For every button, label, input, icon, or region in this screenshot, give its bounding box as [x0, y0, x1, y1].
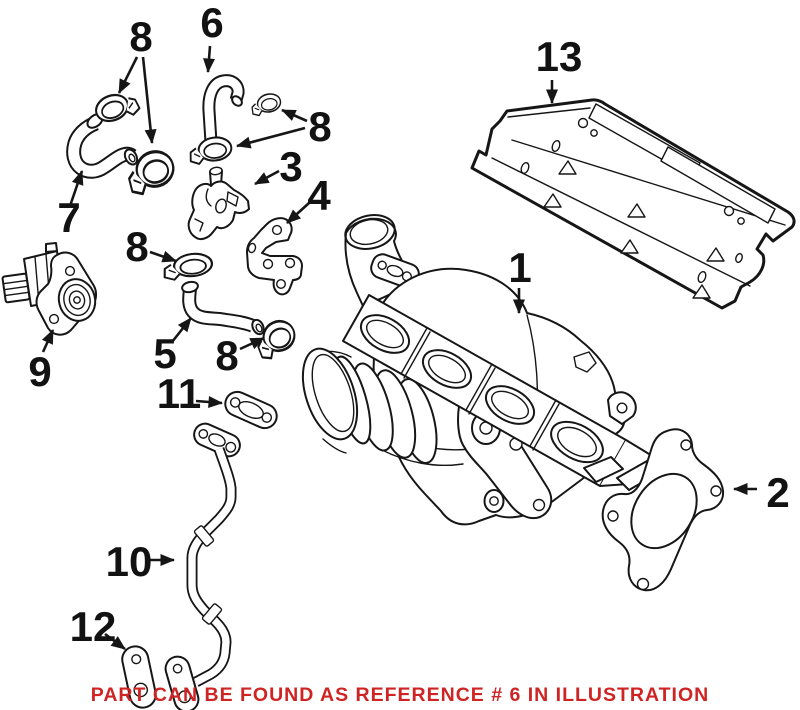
part-12-gasket	[121, 645, 157, 709]
part-8-clamp-4	[187, 134, 234, 166]
callout-2: 2	[766, 469, 789, 516]
callout-8-c: 8	[125, 223, 148, 270]
leader-12	[104, 632, 126, 651]
part-3-diverter-valve	[187, 166, 250, 241]
reference-note-text: PART CAN BE FOUND AS REFERENCE # 6 IN IL…	[91, 684, 709, 706]
leader-4	[286, 202, 310, 224]
leader-11	[195, 395, 223, 408]
callout-5: 5	[153, 330, 176, 377]
part-1-turbocharger	[301, 214, 661, 526]
part-9-air-valve	[1, 242, 98, 336]
part-8-clamp-5	[161, 250, 215, 282]
callout-13: 13	[536, 33, 583, 80]
callout-1: 1	[508, 244, 531, 291]
callout-8-a: 8	[129, 13, 152, 60]
leader-8a-1	[117, 56, 139, 94]
part-4-bracket	[246, 217, 303, 296]
callout-8-b: 8	[308, 103, 331, 150]
callout-10: 10	[106, 538, 153, 585]
leader-8c	[149, 250, 177, 263]
leader-3	[254, 169, 280, 186]
callout-9: 9	[28, 348, 51, 395]
leader-8a-2	[141, 56, 157, 144]
part-2-gasket	[601, 428, 725, 592]
part-5-hose	[181, 280, 265, 336]
callout-11: 11	[157, 370, 201, 417]
part-13-heat-shield	[470, 98, 796, 310]
leader-5	[170, 317, 193, 343]
callout-3: 3	[279, 143, 302, 190]
leader-7	[68, 170, 84, 207]
leader-9	[41, 329, 55, 353]
callout-8-d: 8	[215, 332, 238, 379]
part-10-oil-pipe	[164, 422, 241, 710]
leader-arrows	[41, 45, 757, 651]
leader-8b-2	[236, 126, 306, 149]
leader-6	[203, 45, 216, 73]
leader-8d	[239, 336, 265, 351]
part-6-hose	[202, 74, 245, 149]
callout-4: 4	[307, 172, 331, 219]
callout-6: 6	[200, 0, 223, 46]
part-7-hose	[66, 113, 139, 179]
leader-8b-1	[281, 108, 308, 123]
part-8-clamp-3	[248, 91, 284, 118]
callout-7: 7	[57, 194, 80, 241]
part-11-gasket	[224, 390, 278, 430]
callout-12: 12	[70, 603, 117, 650]
